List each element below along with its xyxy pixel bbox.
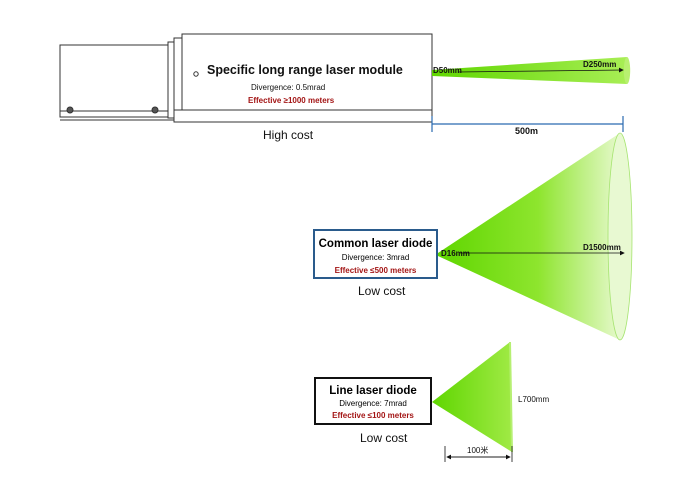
line-diode-length: L700mm [518, 395, 550, 404]
module-beam [432, 57, 631, 84]
module-end-diameter: D250mm [583, 60, 617, 69]
common-diode-start-diameter: D16mm [441, 249, 470, 258]
line-diode-cost: Low cost [360, 431, 408, 445]
laser-module-housing [59, 33, 433, 123]
line-diode-divergence: Divergence: 7mrad [339, 399, 407, 408]
module-distance: 500m [515, 126, 539, 136]
line-diode-effective-range: Effective ≤100 meters [332, 411, 414, 420]
line-diode-beam [432, 341, 513, 453]
common-diode-divergence: Divergence: 3mrad [341, 253, 410, 262]
line-distance-dimension [444, 446, 513, 462]
common-diode-box: Common laser diode Divergence: 3mrad Eff… [313, 229, 438, 279]
line-diode-title: Line laser diode [329, 385, 417, 397]
common-diode-title: Common laser diode [318, 238, 433, 250]
module-start-diameter: D50mm [433, 66, 462, 75]
common-diode-end-diameter: D1500mm [583, 243, 621, 252]
common-diode-cost: Low cost [358, 284, 406, 298]
module-distance-dimension [431, 116, 624, 132]
module-title: Specific long range laser module [207, 63, 403, 77]
common-diode-beam [438, 132, 633, 341]
module-effective-range: Effective ≥1000 meters [248, 96, 335, 105]
common-diode-effective-range: Effective ≤500 meters [334, 266, 417, 275]
line-diode-distance: 100米 [467, 446, 489, 455]
line-diode-box: Line laser diode Divergence: 7mrad Effec… [314, 377, 432, 425]
module-cost: High cost [263, 128, 314, 142]
module-divergence: Divergence: 0.5mrad [251, 83, 326, 92]
